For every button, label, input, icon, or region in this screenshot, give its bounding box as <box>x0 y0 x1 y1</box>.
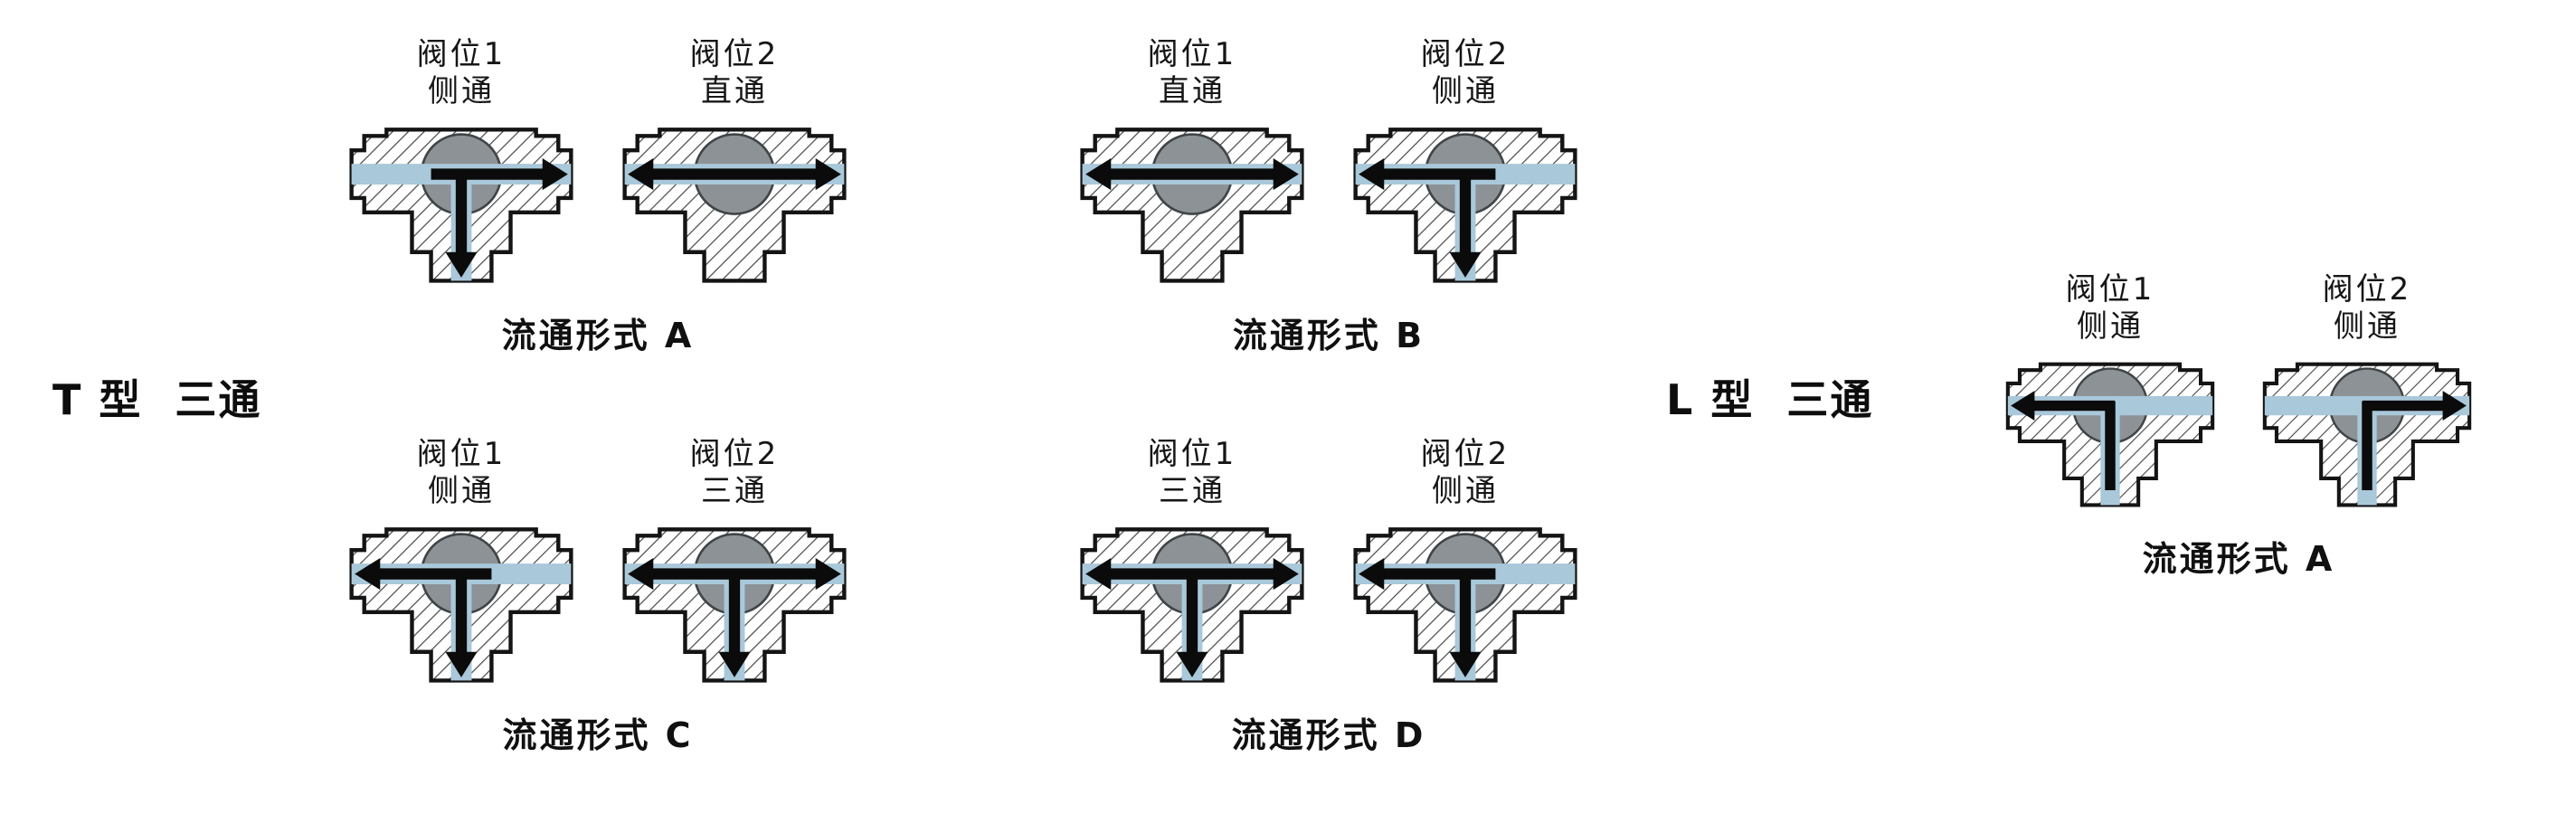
flow-form-caption: 流通形式 A <box>501 315 695 355</box>
section-label-l-type: L 型 三通 <box>1666 375 1874 424</box>
valve-row: 阀位1 侧通 阀位2 直通 <box>342 36 854 297</box>
section-label-t-type: T 型 三通 <box>52 375 262 424</box>
valve-flow-mode-label: 侧通 <box>1432 473 1499 510</box>
valve-row: 阀位1 侧通 阀位2 侧通 <box>1999 271 2478 520</box>
valve-flow-mode-label: 直通 <box>1159 73 1226 110</box>
flow-arrow-head <box>1359 157 1385 191</box>
valve-position-label: 阀位1 <box>416 36 507 72</box>
flow-arrow-head <box>1176 651 1208 677</box>
valve-position-label: 阀位1 <box>416 436 507 472</box>
flow-arrow-head <box>2442 391 2467 421</box>
valve-unit: 阀位2 侧通 <box>1346 436 1585 696</box>
valve-flow-mode-label: 三通 <box>701 473 768 510</box>
valve-unit: 阀位2 直通 <box>615 36 854 297</box>
valve-diagram <box>1346 118 1585 297</box>
flow-group-a: 阀位1 侧通 阀位2 直通 流通形式 A <box>342 36 854 357</box>
flow-form-caption: 流通形式 B <box>1232 315 1425 355</box>
flow-group-b: 阀位1 直通 阀位2 侧通 流通形式 B <box>1073 36 1585 357</box>
flow-arrow-head <box>2011 391 2035 421</box>
flow-form-caption: 流通形式 D <box>1231 715 1426 755</box>
flow-arrow-head <box>355 557 381 591</box>
valve-position-label: 阀位2 <box>2322 271 2412 308</box>
valve-diagram <box>615 118 854 297</box>
ball-valve-diagram <box>2005 362 2215 507</box>
valve-unit: 阀位1 直通 <box>1073 36 1312 297</box>
valve-position-label: 阀位1 <box>2065 271 2155 308</box>
flow-arrow-head <box>1359 557 1385 591</box>
flow-form-caption: 流通形式 C <box>502 715 694 755</box>
valve-flow-mode-label: 直通 <box>701 73 768 110</box>
valve-position-label: 阀位1 <box>1147 36 1237 72</box>
valve-diagram <box>1999 354 2221 520</box>
flow-arrow-head <box>1273 157 1299 191</box>
valve-unit: 阀位2 侧通 <box>1346 36 1585 297</box>
valve-position-label: 阀位2 <box>1420 436 1511 472</box>
ball-valve-diagram <box>2262 362 2472 507</box>
valve-flow-mode-label: 侧通 <box>428 473 495 510</box>
ball-valve-diagram <box>1353 128 1577 283</box>
valve-row: 阀位1 侧通 阀位2 三通 <box>342 436 854 696</box>
flow-arrow-head <box>1449 651 1482 677</box>
valve-diagram <box>615 518 854 696</box>
valve-row: 阀位1 三通 阀位2 侧通 <box>1073 436 1585 696</box>
flow-arrow-head <box>1273 557 1299 591</box>
valve-unit: 阀位1 三通 <box>1073 436 1312 696</box>
valve-diagram <box>1073 518 1312 696</box>
ball-valve-diagram <box>622 527 847 683</box>
valve-diagram <box>342 518 581 696</box>
flow-arrow-head <box>445 651 478 677</box>
valve-flow-mode-label: 侧通 <box>2334 308 2401 345</box>
flow-group-l-a: 阀位1 侧通 阀位2 侧通 流通形式 A <box>1999 271 2478 581</box>
valve-flow-mode-label: 侧通 <box>1432 73 1499 110</box>
flow-arrow-head <box>718 651 751 677</box>
valve-unit: 阀位2 侧通 <box>2256 271 2478 520</box>
flow-arrow-head <box>628 557 654 591</box>
flow-arrow-head <box>445 251 478 278</box>
flow-arrow-head <box>628 157 654 191</box>
flow-arrow-head <box>1449 251 1482 278</box>
valve-unit: 阀位1 侧通 <box>342 36 581 297</box>
ball-valve-diagram <box>1353 527 1577 683</box>
valve-flow-mode-label: 侧通 <box>428 73 495 110</box>
valve-unit: 阀位2 三通 <box>615 436 854 696</box>
valve-position-label: 阀位2 <box>689 36 780 72</box>
flow-form-caption: 流通形式 A <box>2142 538 2335 579</box>
ball-valve-diagram <box>1080 527 1304 683</box>
ball-valve-diagram <box>622 128 847 283</box>
valve-diagram <box>1073 118 1312 297</box>
flow-group-c: 阀位1 侧通 阀位2 三通 流通形式 C <box>342 436 854 757</box>
flow-group-d: 阀位1 三通 阀位2 侧通 流通形式 D <box>1073 436 1585 757</box>
ball-valve-diagram <box>349 128 573 283</box>
flow-arrow-head <box>542 157 568 191</box>
flow-arrow-head <box>1085 557 1112 591</box>
ball-valve-diagram <box>1080 128 1304 283</box>
valve-unit: 阀位1 侧通 <box>342 436 581 696</box>
valve-position-label: 阀位2 <box>689 436 780 472</box>
valve-flow-mode-label: 侧通 <box>2077 308 2144 345</box>
valve-unit: 阀位1 侧通 <box>1999 271 2221 520</box>
valve-diagram <box>342 118 581 297</box>
valve-flow-mode-label: 三通 <box>1159 473 1226 510</box>
valve-diagram <box>2256 354 2478 520</box>
flow-arrow-head <box>815 557 841 591</box>
valve-position-label: 阀位2 <box>1420 36 1511 72</box>
flow-arrow-head <box>1085 157 1112 191</box>
valve-position-label: 阀位1 <box>1147 436 1237 472</box>
flow-arrow-head <box>815 157 841 191</box>
valve-row: 阀位1 直通 阀位2 侧通 <box>1073 36 1585 297</box>
valve-diagram <box>1346 518 1585 696</box>
ball-valve-diagram <box>349 527 573 683</box>
